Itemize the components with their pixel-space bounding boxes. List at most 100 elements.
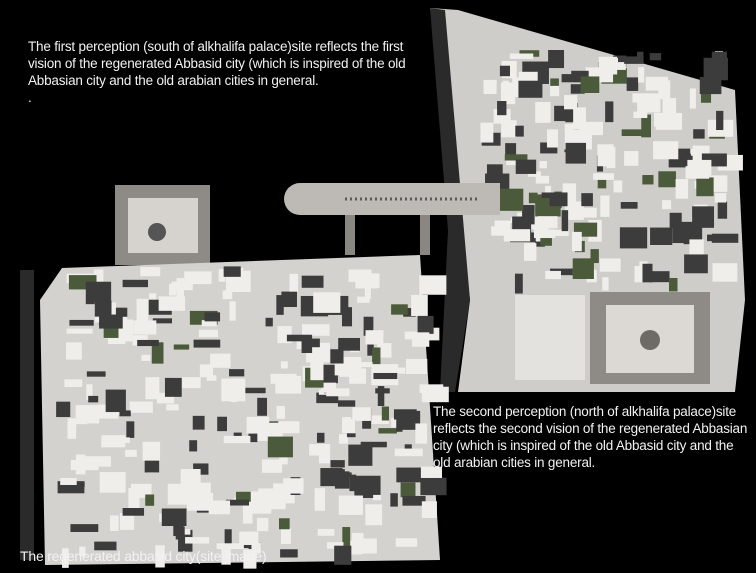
building-block	[373, 494, 382, 501]
building-block	[480, 122, 494, 143]
building-block	[528, 192, 538, 204]
building-block	[419, 275, 447, 295]
building-block	[186, 492, 214, 511]
building-block	[75, 454, 86, 475]
building-block	[137, 339, 159, 347]
building-block	[550, 268, 573, 276]
building-block	[321, 382, 337, 393]
building-block	[404, 444, 412, 450]
building-block	[349, 474, 357, 492]
building-block	[198, 329, 218, 338]
building-block	[152, 318, 173, 324]
building-block	[403, 307, 416, 317]
building-block	[119, 512, 135, 530]
building-block	[597, 178, 607, 189]
building-block	[193, 339, 221, 348]
building-block	[62, 548, 69, 568]
building-block	[86, 371, 106, 377]
building-block	[224, 529, 232, 546]
building-block	[339, 356, 362, 377]
building-block	[599, 258, 621, 272]
building-block	[88, 395, 99, 403]
building-block	[354, 475, 381, 498]
building-block	[233, 267, 244, 288]
building-block	[357, 296, 370, 303]
building-block	[229, 369, 245, 377]
building-block	[641, 114, 651, 138]
building-block	[85, 281, 112, 305]
building-block	[164, 377, 182, 397]
building-block	[654, 112, 682, 127]
building-block	[110, 515, 119, 531]
building-block	[381, 406, 389, 421]
building-block	[402, 495, 426, 506]
building-block	[326, 542, 344, 549]
building-block	[342, 527, 351, 547]
building-block	[518, 71, 538, 83]
building-block	[687, 159, 712, 176]
building-block	[653, 141, 679, 160]
building-block	[696, 177, 714, 197]
building-block	[280, 361, 288, 369]
building-block	[645, 76, 668, 91]
building-block	[620, 202, 638, 209]
building-block	[72, 481, 85, 488]
building-block	[330, 349, 344, 364]
building-block	[574, 207, 597, 218]
building-block	[405, 358, 428, 374]
building-block	[509, 53, 534, 59]
building-block	[142, 441, 161, 461]
building-block	[223, 435, 251, 444]
building-block	[114, 307, 128, 317]
building-block	[693, 129, 705, 139]
building-block	[483, 79, 497, 94]
building-block	[230, 393, 237, 403]
building-block	[208, 500, 231, 515]
building-block	[393, 409, 417, 420]
building-block	[411, 332, 430, 347]
building-block	[565, 142, 587, 164]
building-block	[390, 367, 406, 374]
building-block	[267, 436, 293, 458]
building-block	[222, 290, 233, 300]
building-block	[400, 482, 416, 498]
building-block	[99, 314, 123, 329]
building-block	[225, 499, 249, 506]
building-block	[638, 67, 645, 83]
building-block	[119, 410, 131, 417]
building-block	[548, 50, 565, 69]
building-block	[504, 154, 528, 161]
building-block	[394, 448, 423, 457]
building-block	[613, 55, 627, 67]
building-block	[540, 142, 558, 154]
building-block	[310, 358, 324, 381]
pier	[284, 183, 500, 255]
building-block	[499, 65, 510, 77]
building-block	[513, 222, 528, 229]
building-block	[109, 478, 120, 486]
building-block	[491, 226, 509, 236]
building-block	[338, 337, 361, 351]
building-block	[128, 487, 140, 510]
building-block	[545, 185, 552, 196]
building-block	[669, 212, 682, 229]
building-block	[337, 400, 356, 407]
building-block	[550, 78, 559, 87]
building-block	[565, 201, 584, 220]
building-block	[581, 193, 593, 207]
building-block	[533, 229, 556, 239]
building-block	[351, 538, 377, 554]
building-block	[613, 180, 623, 193]
building-block	[598, 56, 618, 75]
building-block	[684, 254, 708, 274]
building-block	[396, 467, 425, 483]
building-block	[145, 377, 160, 400]
building-block	[395, 538, 418, 547]
building-block	[158, 296, 186, 311]
building-block	[535, 241, 545, 247]
building-block	[505, 143, 517, 156]
north-site-plan	[430, 8, 745, 392]
building-block	[94, 541, 117, 551]
building-block	[246, 416, 270, 434]
